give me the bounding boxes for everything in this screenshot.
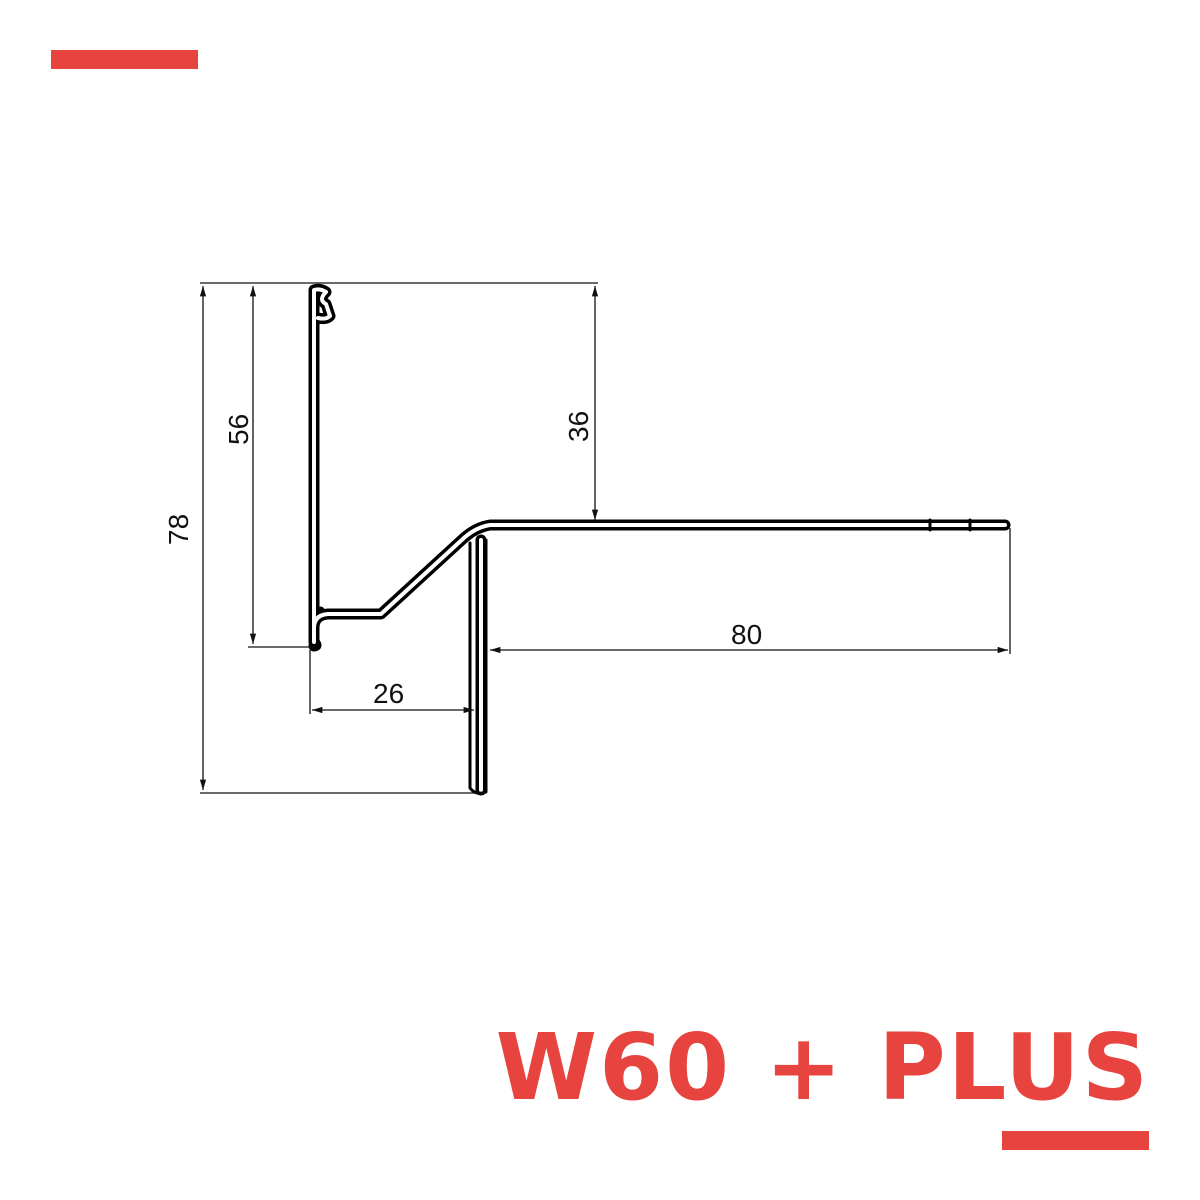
dim-step-width: 26 (373, 678, 404, 709)
dim-wall-height: 56 (223, 414, 254, 445)
dim-upper-height: 36 (563, 411, 594, 442)
product-title: W60 + PLUS (495, 1014, 1150, 1121)
dim-total-height: 78 (163, 514, 194, 545)
accent-bar-top (51, 50, 198, 69)
accent-bar-bottom (1002, 1131, 1149, 1150)
dim-flange-width: 80 (731, 619, 762, 650)
dimension-lines (199, 282, 1011, 794)
profile-shape (308, 283, 1011, 796)
